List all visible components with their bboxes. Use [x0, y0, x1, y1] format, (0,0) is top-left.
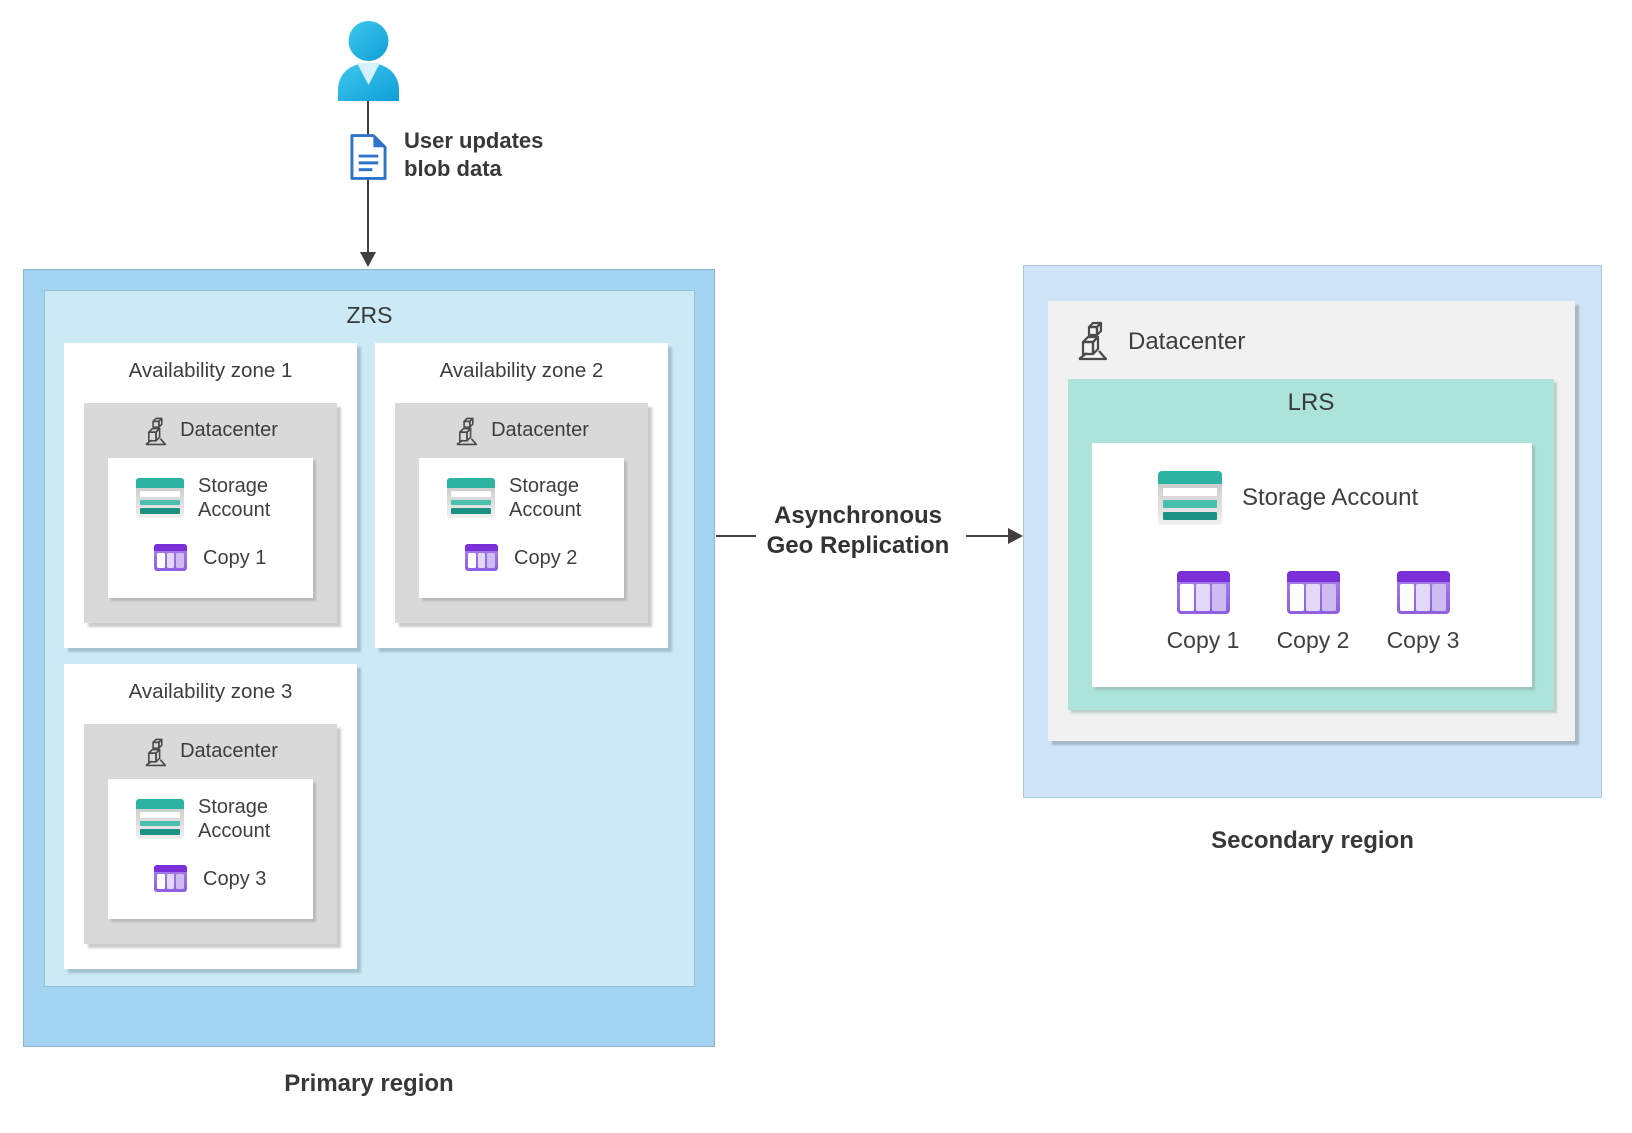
secondary-storage-row: Storage Account	[1158, 471, 1418, 525]
zone-1-storage-row: Storage Account	[136, 474, 290, 522]
secondary-datacenter-label: Datacenter	[1128, 327, 1246, 355]
zone-1-storage-label: Storage Account	[198, 475, 271, 521]
secondary-datacenter-box: Datacenter LRS Storage Account Copy 1 C	[1048, 301, 1575, 741]
secondary-storage-box: Storage Account Copy 1 Copy 2 Copy 3	[1092, 443, 1532, 687]
zone-2-storage-label: Storage Account	[509, 475, 582, 521]
datacenter-building-icon	[1075, 317, 1111, 366]
zone-2-storage-box: Storage Account Copy 2	[419, 458, 624, 598]
secondary-region-box: Datacenter LRS Storage Account Copy 1 C	[1023, 265, 1602, 798]
primary-region-box: ZRS Availability zone 1 Datacenter	[23, 269, 715, 1047]
storage-account-icon	[136, 478, 184, 518]
copy-table-icon	[1286, 571, 1340, 614]
zone-3-datacenter-header: Datacenter	[84, 724, 337, 767]
copy-table-icon	[465, 544, 498, 571]
zone-1-datacenter-label: Datacenter	[180, 418, 278, 441]
primary-region-label: Primary region	[284, 1070, 454, 1097]
zone-3-storage-row: Storage Account	[136, 795, 290, 843]
zone-2-datacenter-label: Datacenter	[491, 418, 589, 441]
lrs-box: LRS Storage Account Copy 1 Copy 2	[1068, 379, 1554, 710]
datacenter-building-icon	[143, 735, 169, 767]
secondary-copy-1-label: Copy 1	[1166, 627, 1240, 653]
zone-3-copy-label: Copy 3	[203, 867, 267, 890]
secondary-copy-2: Copy 2	[1258, 571, 1368, 654]
zone-2-datacenter-box: Datacenter Storage Account Copy 2	[395, 403, 648, 623]
person-icon	[338, 21, 399, 101]
zone-1-storage-box: Storage Account Copy 1	[108, 458, 313, 598]
storage-account-icon	[136, 799, 184, 839]
replication-connector-right	[966, 535, 1008, 537]
secondary-copy-3-label: Copy 3	[1386, 627, 1460, 653]
secondary-storage-label: Storage Account	[1242, 484, 1419, 511]
replication-connector-left	[716, 535, 756, 537]
zrs-box: ZRS Availability zone 1 Datacenter	[44, 290, 695, 987]
zone-2-copy-label: Copy 2	[514, 546, 578, 569]
availability-zone-2-title: Availability zone 2	[439, 359, 604, 382]
secondary-copy-2-label: Copy 2	[1276, 627, 1350, 653]
arrow-right-head	[1008, 528, 1023, 544]
zone-2-storage-row: Storage Account	[447, 474, 601, 522]
secondary-copy-1: Copy 1	[1148, 571, 1258, 654]
zone-1-datacenter-header: Datacenter	[84, 403, 337, 446]
secondary-datacenter-header: Datacenter	[1048, 301, 1575, 366]
zone-2-copy-row: Copy 2	[465, 544, 577, 571]
secondary-region-label: Secondary region	[1211, 827, 1414, 854]
lrs-label: LRS	[1287, 389, 1335, 416]
zone-3-storage-box: Storage Account Copy 3	[108, 779, 313, 919]
document-icon	[350, 134, 387, 180]
replication-label: Asynchronous Geo Replication	[766, 502, 950, 559]
zone-1-copy-label: Copy 1	[203, 546, 267, 569]
copy-table-icon	[154, 544, 187, 571]
datacenter-building-icon	[143, 414, 169, 446]
storage-account-icon	[447, 478, 495, 518]
zone-3-storage-label: Storage Account	[198, 796, 271, 842]
zone-1-datacenter-box: Datacenter Storage Account Copy 1	[84, 403, 337, 623]
availability-zone-1-card: Availability zone 1 Datacenter	[64, 343, 357, 648]
arrow-down-head	[360, 252, 376, 267]
availability-zone-3-title: Availability zone 3	[128, 680, 293, 703]
user-updates-label: User updates blob data	[404, 128, 544, 182]
zone-3-datacenter-label: Datacenter	[180, 739, 278, 762]
availability-zone-1-title: Availability zone 1	[128, 359, 293, 382]
zone-3-datacenter-box: Datacenter Storage Account Copy 3	[84, 724, 337, 944]
copy-table-icon	[1176, 571, 1230, 614]
copy-table-icon	[1396, 571, 1450, 614]
datacenter-building-icon	[454, 414, 480, 446]
zrs-label: ZRS	[346, 302, 393, 328]
availability-zone-2-card: Availability zone 2 Datacenter	[375, 343, 668, 648]
zone-3-copy-row: Copy 3	[154, 865, 266, 892]
zone-2-datacenter-header: Datacenter	[395, 403, 648, 446]
storage-account-icon	[1158, 471, 1222, 525]
availability-zone-3-card: Availability zone 3 Datacenter	[64, 664, 357, 969]
secondary-copy-3: Copy 3	[1368, 571, 1478, 654]
zone-1-copy-row: Copy 1	[154, 544, 266, 571]
copy-table-icon	[154, 865, 187, 892]
